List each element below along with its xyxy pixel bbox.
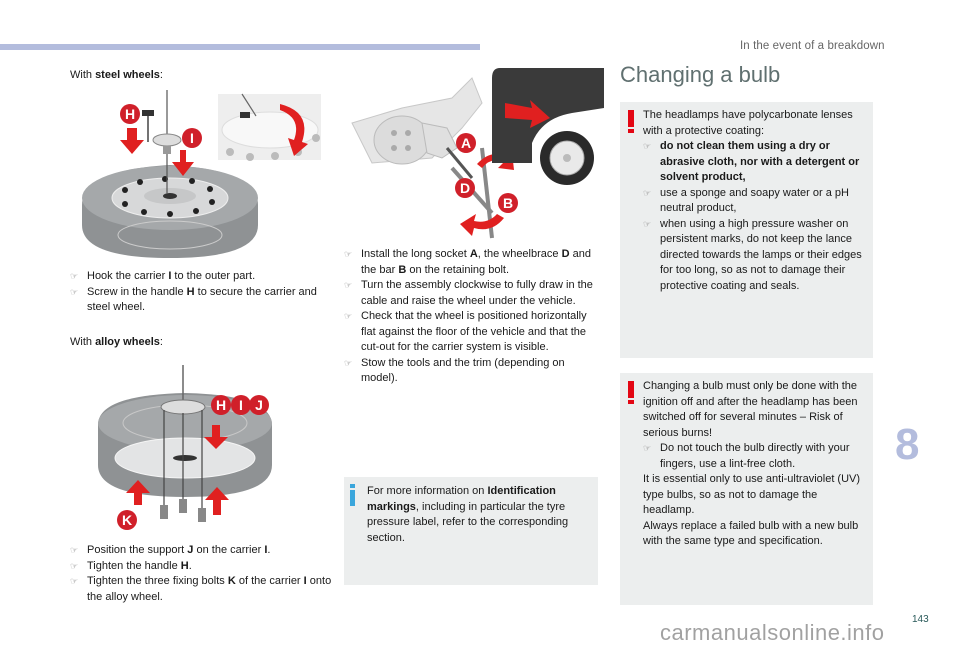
pointing-hand-icon: ☞	[344, 280, 353, 290]
warning2-content: Changing a bulb must only be done with t…	[643, 379, 871, 550]
alloy-step-1: ☞Position the support J on the carrier I…	[70, 543, 332, 559]
warning2-list: ☞Do not touch the bulb directly with you…	[643, 441, 871, 472]
warning1-list: ☞do not clean them using a dry or abrasi…	[643, 139, 869, 294]
page-number: 143	[912, 614, 929, 625]
info-icon	[350, 484, 355, 506]
warning2-intro: Changing a bulb must only be done with t…	[643, 380, 858, 439]
pointing-hand-icon: ☞	[643, 187, 652, 198]
warning2-item-1: ☞Do not touch the bulb directly with you…	[643, 442, 850, 470]
steel-wheel-illustration: H I	[80, 90, 330, 260]
header-accent-bar	[0, 44, 480, 50]
pointing-hand-icon: ☞	[70, 560, 79, 571]
svg-text:J: J	[255, 397, 263, 413]
winch-steps-list: ☞Install the long socket A, the wheelbra…	[344, 247, 600, 387]
pointing-hand-icon: ☞	[70, 545, 79, 555]
steel-step-1: ☞Hook the carrier I to the outer part.	[70, 269, 332, 285]
warning-box-bulb: Changing a bulb must only be done with t…	[620, 373, 873, 605]
alloy-wheel-illustration: H I J K	[90, 365, 290, 535]
inset-detail	[218, 93, 321, 161]
steel-steps-list: ☞Hook the carrier I to the outer part. ☞…	[70, 269, 332, 316]
label-a: A	[456, 133, 476, 153]
alloy-step-2: ☞Tighten the handle H.	[70, 559, 332, 575]
pointing-hand-icon: ☞	[70, 576, 79, 586]
pointing-hand-icon: ☞	[643, 218, 652, 229]
winch-step-3: ☞Check that the wheel is positioned hori…	[344, 310, 587, 353]
svg-text:B: B	[503, 195, 513, 211]
pointing-hand-icon: ☞	[344, 311, 353, 321]
pointing-hand-icon: ☞	[70, 286, 79, 297]
label-i: I	[231, 395, 251, 415]
svg-text:I: I	[190, 130, 194, 146]
svg-text:H: H	[216, 397, 226, 413]
info-text: For more information on Identification m…	[367, 485, 569, 544]
label-h: H	[120, 104, 140, 124]
van-illustration	[492, 68, 604, 185]
label-h: H	[211, 395, 231, 415]
steel-wheels-heading: With steel wheels:	[70, 69, 163, 81]
warning1-item-2: ☞use a sponge and soapy water or a pH ne…	[643, 186, 849, 215]
warning1-item-1: ☞do not clean them using a dry or abrasi…	[643, 140, 860, 183]
alloy-step-3: ☞Tighten the three fixing bolts K of the…	[70, 575, 332, 603]
pointing-hand-icon: ☞	[70, 271, 79, 281]
warning1-item-3: ☞when using a high pressure washer on pe…	[643, 217, 862, 292]
warning2-para-2: Always replace a failed bulb with a new …	[643, 519, 859, 548]
label-d: D	[455, 178, 475, 198]
steel-step-2: ☞Screw in the handle H to secure the car…	[70, 285, 317, 314]
svg-text:H: H	[125, 106, 135, 122]
winch-step-2: ☞Turn the assembly clockwise to fully dr…	[344, 279, 593, 307]
warning2-para-1: It is essential only to use anti-ultravi…	[643, 473, 861, 516]
pointing-hand-icon: ☞	[344, 249, 353, 259]
label-i: I	[182, 128, 202, 148]
label-k: K	[117, 510, 137, 530]
alloy-steps-list: ☞Position the support J on the carrier I…	[70, 543, 332, 605]
watermark: carmanualsonline.info	[660, 620, 885, 645]
chapter-number: 8	[895, 420, 920, 469]
svg-text:D: D	[460, 180, 470, 196]
info-box: For more information on Identification m…	[344, 477, 598, 585]
svg-text:A: A	[461, 135, 471, 151]
warning1-intro: The headlamps have polycarbonate lenses …	[643, 109, 853, 137]
warning-icon	[628, 110, 634, 133]
warning-box-headlamps: The headlamps have polycarbonate lenses …	[620, 102, 873, 358]
winch-step-4: ☞Stow the tools and the trim (depending …	[344, 356, 565, 385]
alloy-wheels-heading: With alloy wheels:	[70, 336, 163, 348]
pointing-hand-icon: ☞	[643, 443, 652, 453]
page-title: Changing a bulb	[620, 62, 781, 87]
pointing-hand-icon: ☞	[643, 141, 652, 151]
label-b: B	[498, 193, 518, 213]
pointing-hand-icon: ☞	[344, 357, 353, 368]
warning-icon	[628, 381, 634, 404]
winch-step-1: ☞Install the long socket A, the wheelbra…	[344, 248, 591, 276]
label-j: J	[249, 395, 269, 415]
steel-tyre	[82, 165, 258, 258]
svg-text:I: I	[239, 397, 243, 413]
svg-text:K: K	[122, 512, 132, 528]
winch-illustration: A D B	[342, 68, 604, 243]
running-head: In the event of a breakdown	[740, 40, 885, 52]
